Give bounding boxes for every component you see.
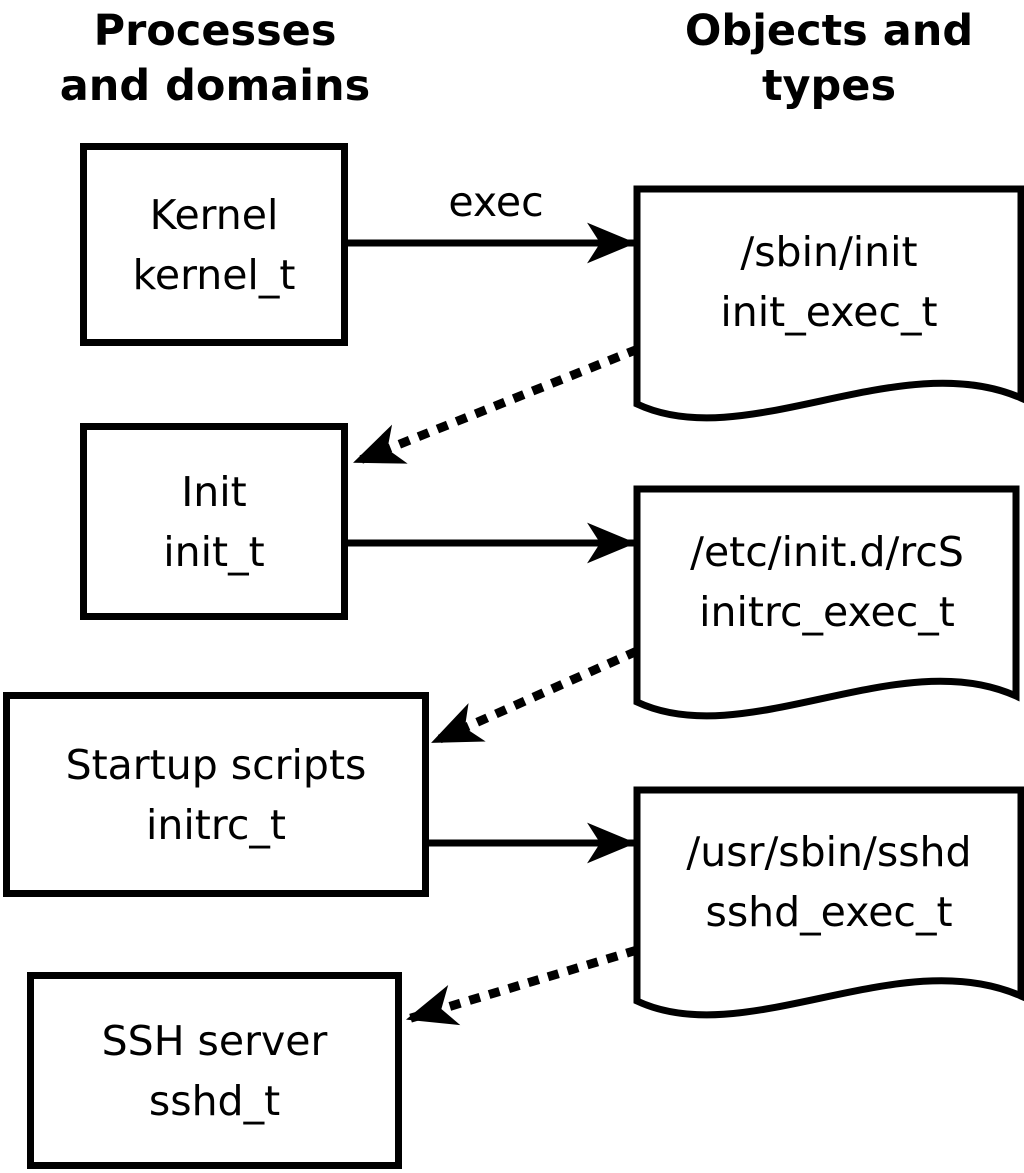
object-label-usr-sbin-sshd: /usr/sbin/sshd sshd_exec_t <box>637 822 1021 942</box>
process-name: Startup scripts <box>65 740 367 789</box>
process-name: Init <box>181 467 247 516</box>
process-name: SSH server <box>101 1016 328 1065</box>
column-heading-objects: Objects and types <box>614 4 1024 114</box>
process-box-startup-scripts: Startup scripts initrc_t <box>3 692 429 897</box>
dotted-arrow-etc-initd-rcs-to-startup <box>431 646 639 747</box>
object-label-sbin-init: /sbin/init init_exec_t <box>637 222 1021 342</box>
heading-line: and domains <box>59 61 371 111</box>
process-box-init: Init init_t <box>80 423 348 620</box>
object-type: initrc_exec_t <box>699 588 955 636</box>
object-type: init_exec_t <box>720 288 938 336</box>
process-domain: kernel_t <box>132 250 296 299</box>
object-path: /sbin/init <box>740 228 918 276</box>
object-path: /usr/sbin/sshd <box>686 828 972 876</box>
process-domain: initrc_t <box>146 800 286 849</box>
dotted-arrow-sbin-init-to-init <box>353 344 640 467</box>
process-domain: sshd_t <box>148 1076 281 1125</box>
process-domain: init_t <box>163 527 265 576</box>
document-shape-sbin-init <box>633 185 1024 422</box>
process-box-ssh-server: SSH server sshd_t <box>27 972 402 1169</box>
object-path: /etc/init.d/rcS <box>690 528 964 576</box>
dotted-arrow-usr-sbin-sshd-to-ssh-server <box>405 945 639 1026</box>
process-box-kernel: Kernel kernel_t <box>80 143 348 346</box>
object-type: sshd_exec_t <box>705 888 953 936</box>
heading-line: Processes <box>93 6 337 56</box>
process-name: Kernel <box>149 190 279 239</box>
heading-line: Objects and <box>684 6 974 56</box>
document-shape-usr-sbin-sshd <box>633 786 1024 1019</box>
arrow-label-exec: exec <box>448 178 544 226</box>
document-shape-etc-initd-rcs <box>633 485 1020 720</box>
heading-line: types <box>761 61 897 111</box>
column-heading-processes: Processes and domains <box>0 4 430 114</box>
object-label-etc-initd-rcs: /etc/init.d/rcS initrc_exec_t <box>637 522 1017 642</box>
